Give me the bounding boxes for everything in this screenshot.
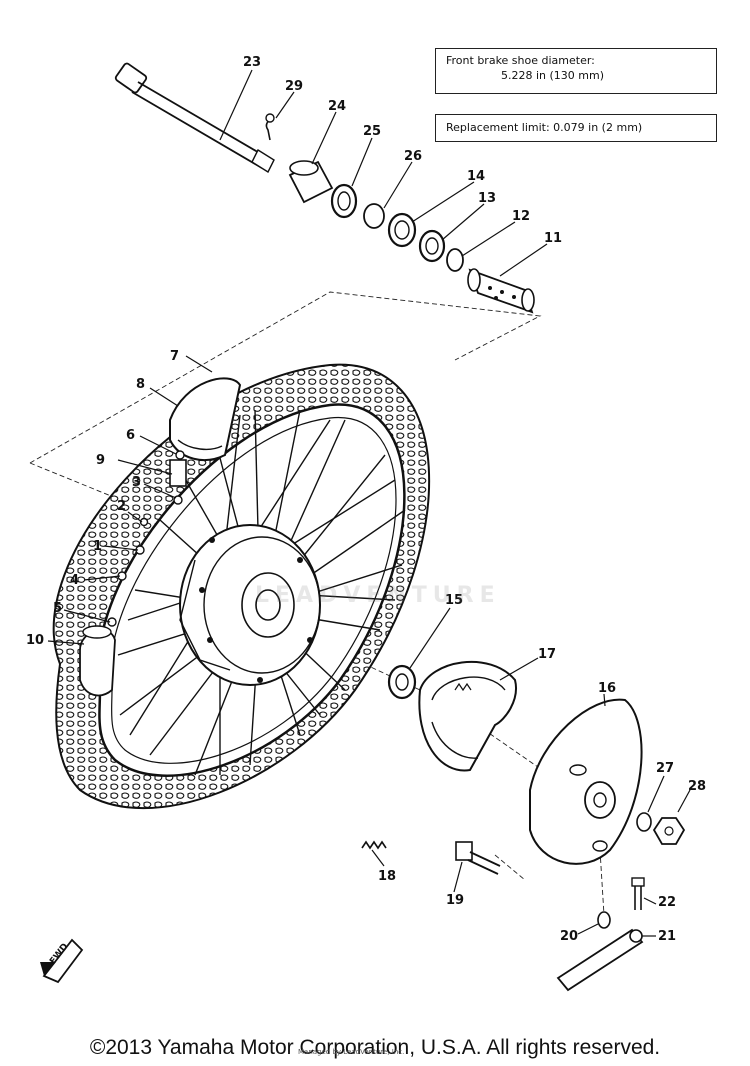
spec-diameter-value: 5.228 in (130 mm)	[501, 69, 605, 82]
bolt-22	[631, 877, 645, 910]
callout-9: 9	[96, 453, 106, 468]
oil-seal	[330, 183, 358, 219]
callout-6: 6	[126, 428, 136, 443]
callout-10: 10	[26, 633, 45, 648]
callout-5: 5	[53, 601, 63, 616]
washer-27	[636, 812, 652, 832]
spec-limit-text: Replacement limit: 0.079 in (2 mm)	[446, 121, 643, 134]
fwd-arrow-icon	[40, 938, 84, 984]
collar	[288, 160, 334, 204]
valve-cap	[79, 625, 116, 697]
callout-20: 20	[560, 929, 579, 944]
callout-22: 22	[658, 895, 677, 910]
callout-13: 13	[478, 191, 497, 206]
callout-18: 18	[378, 869, 397, 884]
wheel-hub	[179, 524, 321, 686]
spec-diameter-label: Front brake shoe diameter:	[446, 54, 595, 67]
spring-18	[361, 840, 387, 850]
brake-shoe-diameter-spec: Front brake shoe diameter: 5.228 in (130…	[435, 48, 717, 94]
copyright-notice: ©2013 Yamaha Motor Corporation, U.S.A. A…	[89, 1036, 661, 1059]
bearing-13	[418, 229, 446, 263]
callout-19: 19	[446, 893, 465, 908]
callout-14: 14	[467, 169, 486, 184]
watermark: LEADVENTURE	[255, 583, 501, 608]
callout-11: 11	[544, 231, 563, 246]
callout-leaders	[47, 69, 691, 937]
brake-shoes	[418, 660, 517, 772]
managed-by-credit: Managed by LeadVenture, Inc.	[298, 1048, 405, 1056]
callout-23: 23	[243, 55, 262, 70]
replacement-limit-spec: Replacement limit: 0.079 in (2 mm)	[435, 114, 717, 142]
callout-29: 29	[285, 79, 304, 94]
callout-7: 7	[170, 349, 180, 364]
callout-26: 26	[404, 149, 423, 164]
callout-3: 3	[132, 475, 142, 490]
bearing-14	[387, 212, 417, 248]
hub-spacer	[467, 268, 535, 314]
washer-20	[597, 911, 611, 929]
seal-12	[446, 248, 464, 272]
brake-panel	[529, 698, 643, 865]
callout-16: 16	[598, 681, 617, 696]
callout-24: 24	[328, 99, 347, 114]
spacer	[363, 203, 385, 229]
bearing-15	[387, 664, 417, 700]
cotter-pin	[265, 113, 275, 141]
callout-12: 12	[512, 209, 531, 224]
rim-band-and-tube	[169, 377, 242, 487]
callout-15: 15	[445, 593, 464, 608]
callout-21: 21	[658, 929, 677, 944]
callout-8: 8	[136, 377, 146, 392]
callout-1: 1	[93, 539, 103, 554]
callout-27: 27	[656, 761, 675, 776]
front-axle	[114, 62, 275, 174]
callout-17: 17	[538, 647, 557, 662]
nut-28	[652, 817, 686, 845]
callout-2: 2	[117, 499, 127, 514]
camshaft-19	[455, 841, 501, 875]
callout-25: 25	[363, 124, 382, 139]
callout-28: 28	[688, 779, 707, 794]
callout-4: 4	[70, 573, 80, 588]
brake-arm	[556, 928, 644, 992]
